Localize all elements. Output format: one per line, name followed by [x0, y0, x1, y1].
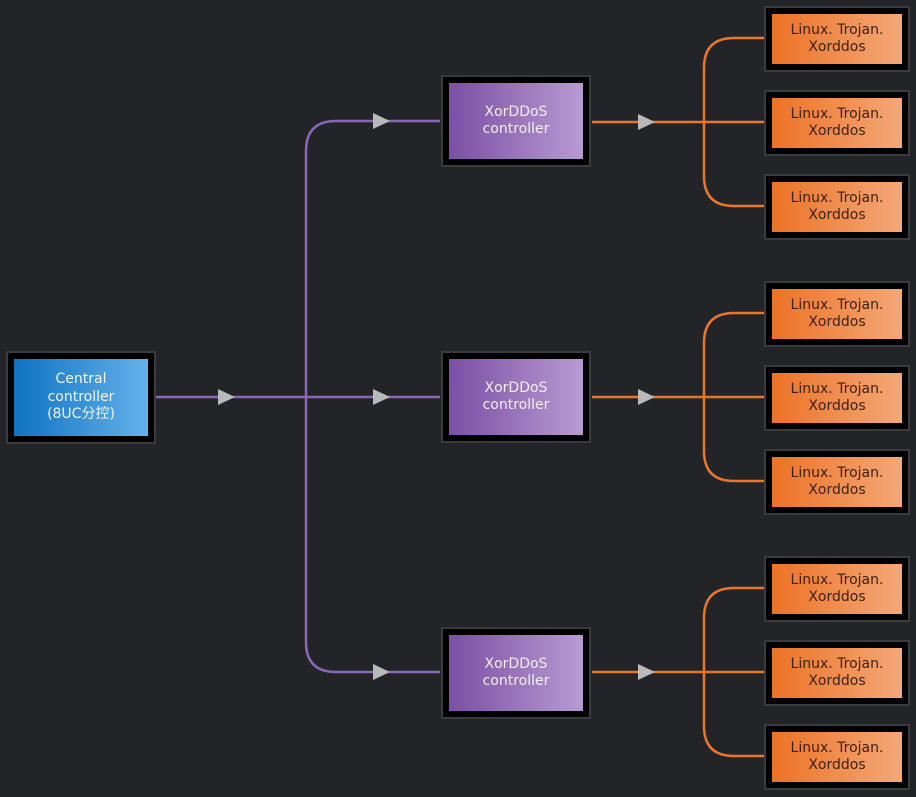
arrow-controller-1	[373, 113, 390, 129]
controller-label-line-2: controller	[482, 121, 550, 137]
bot-node-4[interactable]: Linux. Trojan. Xorddos	[764, 281, 910, 347]
controller-face: XorDDoS controller	[449, 635, 583, 711]
bot-node-9[interactable]: Linux. Trojan. Xorddos	[764, 724, 910, 790]
bot-label-line-1: Linux. Trojan.	[790, 464, 884, 481]
central-links	[156, 119, 440, 674]
bot-label-line-2: Xorddos	[808, 398, 866, 414]
bot-label-line-1: Linux. Trojan.	[790, 189, 884, 206]
bot-label-line-1: Linux. Trojan.	[790, 571, 884, 588]
controller-label-line-2: controller	[482, 397, 550, 413]
group-1-links	[592, 36, 764, 208]
xorddos-controller-node-2[interactable]: XorDDoS controller	[441, 351, 591, 443]
controller-label-line-1: XorDDoS	[484, 103, 548, 120]
bot-arrows	[638, 114, 655, 680]
bot-label-line-1: Linux. Trojan.	[790, 296, 884, 313]
arrow-group-1	[638, 114, 655, 130]
bot-label-line-1: Linux. Trojan.	[790, 380, 884, 397]
bot-label-line-2: Xorddos	[808, 314, 866, 330]
bot-node-8[interactable]: Linux. Trojan. Xorddos	[764, 640, 910, 706]
bot-label-line-2: Xorddos	[808, 39, 866, 55]
bot-node-3[interactable]: Linux. Trojan. Xorddos	[764, 174, 910, 240]
bot-face: Linux. Trojan. Xorddos	[772, 457, 902, 507]
central-label-line-2: controller	[47, 388, 115, 405]
bot-links	[592, 36, 764, 758]
controller-face: XorDDoS controller	[449, 83, 583, 159]
bot-node-5[interactable]: Linux. Trojan. Xorddos	[764, 365, 910, 431]
bot-label-line-1: Linux. Trojan.	[790, 655, 884, 672]
bot-node-1[interactable]: Linux. Trojan. Xorddos	[764, 6, 910, 72]
bot-face: Linux. Trojan. Xorddos	[772, 373, 902, 423]
central-controller-face: Central controller (8UC分控)	[14, 359, 148, 436]
controller-face: XorDDoS controller	[449, 359, 583, 435]
bot-face: Linux. Trojan. Xorddos	[772, 14, 902, 64]
bot-face: Linux. Trojan. Xorddos	[772, 732, 902, 782]
bot-label-line-2: Xorddos	[808, 757, 866, 773]
bot-face: Linux. Trojan. Xorddos	[772, 564, 902, 614]
bot-label-line-2: Xorddos	[808, 673, 866, 689]
arrow-group-3	[638, 664, 655, 680]
central-arrows	[218, 113, 390, 680]
bot-label-line-1: Linux. Trojan.	[790, 739, 884, 756]
bot-face: Linux. Trojan. Xorddos	[772, 648, 902, 698]
central-controller-node[interactable]: Central controller (8UC分控)	[6, 351, 156, 444]
bot-label-line-1: Linux. Trojan.	[790, 105, 884, 122]
bot-label-line-2: Xorddos	[808, 123, 866, 139]
bot-face: Linux. Trojan. Xorddos	[772, 182, 902, 232]
arrow-central	[218, 389, 235, 405]
group-2-links	[592, 311, 764, 483]
controller-label-line-2: controller	[482, 673, 550, 689]
controller-label-line-1: XorDDoS	[484, 379, 548, 396]
bot-node-7[interactable]: Linux. Trojan. Xorddos	[764, 556, 910, 622]
bot-face: Linux. Trojan. Xorddos	[772, 289, 902, 339]
bot-node-6[interactable]: Linux. Trojan. Xorddos	[764, 449, 910, 515]
central-label-line-1: Central	[55, 371, 107, 388]
central-label-line-3: (8UC分控)	[47, 406, 115, 423]
group-3-links	[592, 586, 764, 758]
bot-label-line-1: Linux. Trojan.	[790, 21, 884, 38]
arrow-controller-3	[373, 664, 390, 680]
bot-node-2[interactable]: Linux. Trojan. Xorddos	[764, 90, 910, 156]
bot-face: Linux. Trojan. Xorddos	[772, 98, 902, 148]
xorddos-controller-node-1[interactable]: XorDDoS controller	[441, 75, 591, 167]
controller-label-line-1: XorDDoS	[484, 655, 548, 672]
bot-label-line-2: Xorddos	[808, 207, 866, 223]
xorddos-controller-node-3[interactable]: XorDDoS controller	[441, 627, 591, 719]
bot-label-line-2: Xorddos	[808, 589, 866, 605]
bot-label-line-2: Xorddos	[808, 482, 866, 498]
arrow-controller-2	[373, 389, 390, 405]
arrow-group-2	[638, 389, 655, 405]
